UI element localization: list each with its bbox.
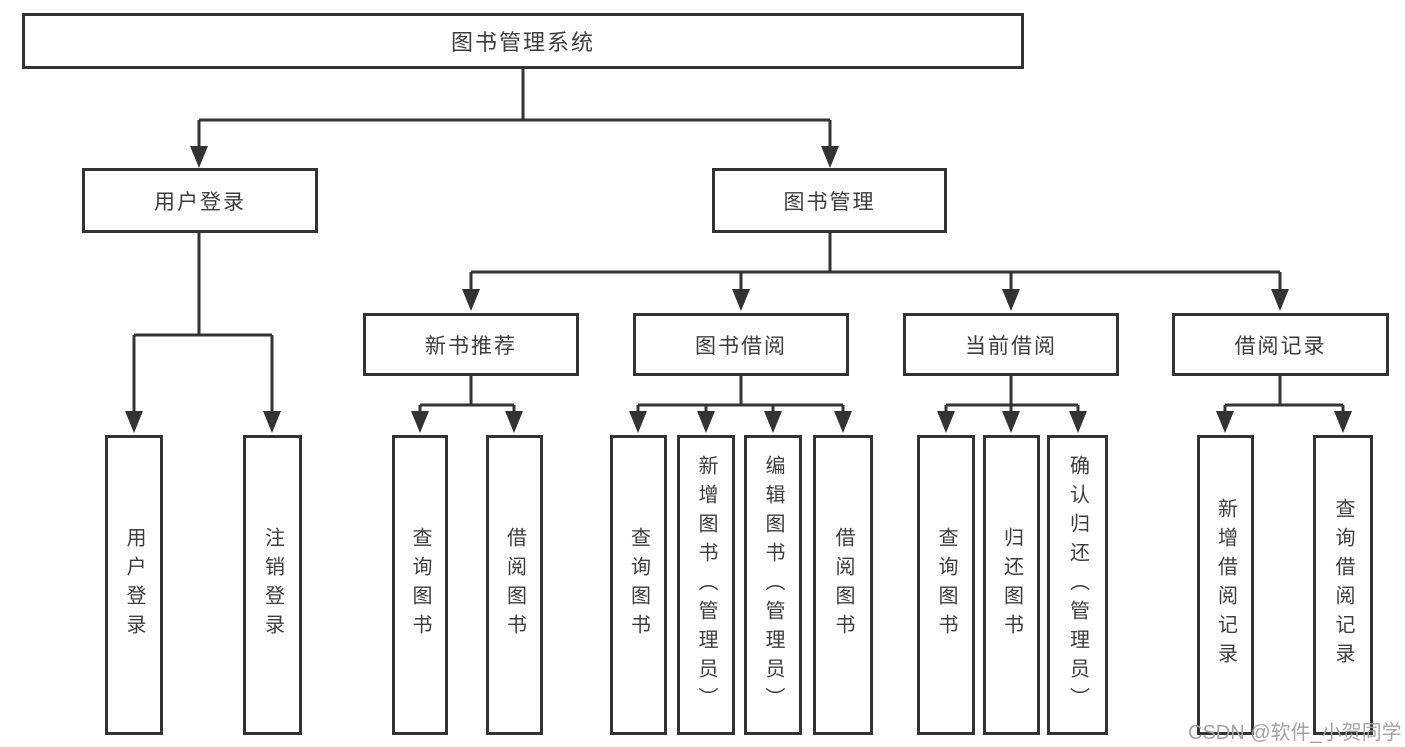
node-new-book-recommend-label: 新书推荐 [425, 334, 517, 358]
leaf-br-query-record: 查询借阅记录 [1313, 435, 1373, 735]
node-borrowing-records: 借阅记录 [1172, 313, 1389, 376]
leaf-nbr-query-books-label: 查询图书 [409, 527, 431, 643]
leaf-bb-query-books-label: 查询图书 [627, 527, 650, 643]
leaf-nbr-borrow-books: 借阅图书 [486, 435, 543, 735]
leaf-br-add-record-label: 新增借阅记录 [1214, 498, 1237, 672]
node-user-login-label: 用户登录 [154, 190, 246, 214]
leaf-bb-add-books-admin: 新增图书（管理员） [677, 435, 735, 735]
leaf-logout: 注销登录 [243, 435, 302, 735]
node-book-management: 图书管理 [712, 168, 947, 233]
node-current-borrowing-label: 当前借阅 [965, 334, 1057, 358]
node-root: 图书管理系统 [22, 13, 1024, 69]
node-book-borrowing: 图书借阅 [633, 313, 849, 376]
node-root-label: 图书管理系统 [450, 30, 595, 55]
leaf-bb-query-books: 查询图书 [610, 435, 667, 735]
leaf-cb-query-books: 查询图书 [917, 435, 975, 735]
leaf-cb-query-books-label: 查询图书 [935, 527, 957, 643]
leaf-logout-label: 注销登录 [261, 527, 284, 643]
leaf-user-login-label: 用户登录 [123, 527, 145, 643]
node-new-book-recommend: 新书推荐 [363, 313, 579, 376]
leaf-bb-add-books-admin-label: 新增图书（管理员） [695, 454, 717, 716]
leaf-br-query-record-label: 查询借阅记录 [1332, 498, 1354, 672]
node-book-borrowing-label: 图书借阅 [695, 334, 787, 358]
leaf-bb-borrow-books-label: 借阅图书 [832, 527, 854, 643]
leaf-nbr-query-books: 查询图书 [392, 435, 448, 735]
leaf-cb-confirm-return-admin-label: 确认归还（管理员） [1066, 454, 1089, 716]
leaf-cb-return-books-label: 归还图书 [1000, 527, 1023, 643]
leaf-nbr-borrow-books-label: 借阅图书 [503, 527, 526, 643]
leaf-cb-return-books: 归还图书 [983, 435, 1040, 735]
csdn-watermark: CSDN @软件_小贺同学 [1188, 722, 1402, 744]
leaf-bb-edit-books-admin-label: 编辑图书（管理员） [762, 454, 784, 716]
node-current-borrowing: 当前借阅 [903, 313, 1119, 376]
node-borrowing-records-label: 借阅记录 [1234, 334, 1327, 358]
node-book-management-label: 图书管理 [783, 190, 876, 214]
leaf-bb-edit-books-admin: 编辑图书（管理员） [744, 435, 802, 735]
node-user-login: 用户登录 [82, 168, 318, 233]
leaf-cb-confirm-return-admin: 确认归还（管理员） [1047, 435, 1108, 735]
leaf-br-add-record: 新增借阅记录 [1197, 435, 1254, 735]
leaf-bb-borrow-books: 借阅图书 [813, 435, 873, 735]
leaf-user-login: 用户登录 [105, 435, 163, 735]
